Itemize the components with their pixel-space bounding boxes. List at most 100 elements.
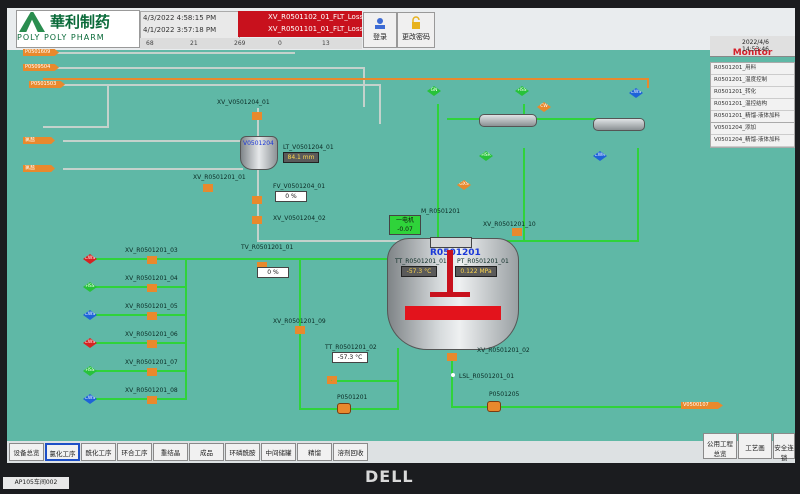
pipe-feed [95,258,395,260]
change-password-button[interactable]: 更改密码 [397,12,435,48]
utility-node: HSS [515,86,529,96]
source-tag[interactable]: 氯盐 [23,137,55,144]
source-tag[interactable]: 氯盐 [23,165,55,172]
tab-overview[interactable]: 设备总览 [9,443,44,461]
tab-intermediate-tank[interactable]: 中间储罐 [261,443,296,461]
valve-xv-1201-10[interactable] [512,228,522,236]
alarm-stat-bar: 68 21 269 0 13 [140,38,362,49]
tab-chlorination[interactable]: 氯化工序 [45,443,80,461]
tab-recrystallization[interactable]: 重结晶 [153,443,188,461]
monitor-item[interactable]: R0501201_温控结构 [711,99,794,111]
monitor-item[interactable]: V0501204_精馏-液体加料 [711,135,794,147]
pipe-discharge [451,353,453,408]
process-button[interactable]: 工艺画 [738,433,772,459]
logo-mark-icon [19,12,45,32]
tab-cyclization[interactable]: 环合工序 [117,443,152,461]
valve-tag: XV_V0501204_01 [217,99,270,106]
level-switch-tag: LSL_R0501201_01 [459,373,515,380]
monitor-list-reactor: R0501201_用料 R0501201_温度控制 R0501201_转化 R0… [710,62,795,124]
alarm-count: 269 [234,40,246,47]
asset-sticker: AP105车间002 [3,477,69,489]
pipe-feed [397,348,399,410]
tab-acylation[interactable]: 酰化工序 [81,443,116,461]
monitor-title: Monitor [732,48,773,58]
tab-solvent-recovery[interactable]: 溶剂回收 [333,443,368,461]
fv-value: 0 % [275,191,307,202]
pipe-coolant [437,104,439,244]
monitor-item[interactable]: V0501204_添加 [711,123,794,135]
valve-xv-1201-01[interactable] [203,184,213,192]
motor-status[interactable]: 一电机-0.07 [389,215,421,235]
source-tag[interactable]: P0501609 [23,49,59,56]
monitor-item[interactable]: R0501201_用料 [711,63,794,75]
alarm-count: 21 [190,40,198,47]
pipe-feed [95,314,185,316]
agitator-indicator[interactable] [430,237,472,248]
tank-v0501204[interactable] [240,136,278,170]
pipe-coolant [523,148,525,240]
pipe-steam [647,78,649,88]
pipe [379,84,381,124]
valve-xv-1201-03[interactable] [147,256,157,264]
valve-xv-1204-02[interactable] [252,216,262,224]
valve-xv-1201-02[interactable] [447,353,457,361]
tab-product[interactable]: 成品 [189,443,224,461]
login-button[interactable]: 登录 [363,12,397,48]
pipe-feed [95,286,185,288]
utility-node: CW [537,102,551,112]
utility-node: GN [427,86,441,96]
pipe-feed [95,398,185,400]
tab-cyclophosphamide[interactable]: 环磷酰胺 [225,443,260,461]
source-tag[interactable]: P0501503 [29,81,65,88]
alarm-time-list[interactable]: 4/3/2022 4:58:15 PM 4/1/2022 3:57:18 PM [140,11,240,39]
heat-exchanger[interactable] [593,118,645,131]
feed-node: CWS [83,254,97,264]
alarm-message-list[interactable]: XV_R0501102_01_FLT_LossCls XV_R0501101_0… [238,11,374,37]
pipe [43,52,295,54]
pipe-feed [185,258,187,400]
alarm-count: 68 [146,40,154,47]
level-switch-icon [451,373,455,377]
valve-tag: XV_R0501201_07 [125,359,178,366]
utility-node: CWR [593,151,607,161]
valve-fv-1204-01[interactable] [252,196,262,204]
valve-xv-1201-06[interactable] [147,340,157,348]
valve-tv-1201-01[interactable] [257,262,267,270]
utility-node: CWS [629,88,643,98]
valve-xv-1201-05[interactable] [147,312,157,320]
valve-xv-1204-01[interactable] [252,112,262,120]
outlet-tag[interactable]: V0500107 [681,402,723,409]
motor-tag: M_R0501201 [421,208,461,215]
pump-p0501201[interactable] [337,403,351,414]
tab-rectification[interactable]: 精馏 [297,443,332,461]
alarm-count: 13 [322,40,330,47]
pipe-coolant [507,240,639,242]
monitor-item[interactable]: R0501201_温度控制 [711,75,794,87]
reactor-name: R0501201 [430,248,481,258]
monitor-panel: Monitor [710,36,795,58]
dell-logo: DELL [365,467,414,486]
temp-tag: TT_R0501201_01 [395,258,447,265]
valve-tag: XV_R0501201_08 [125,387,178,394]
monitor-item[interactable]: R0501201_转化 [711,87,794,99]
process-tabs: 设备总览 氯化工序 酰化工序 环合工序 重结晶 成品 环磷酰胺 中间储罐 精馏 … [7,441,795,463]
valve-xv-1201-08[interactable] [147,396,157,404]
valve-tag: XV_R0501201_05 [125,303,178,310]
source-tag[interactable]: P0509504 [23,64,59,71]
alarm-count: 0 [278,40,282,47]
temp-value: -57.3 °C [401,266,437,277]
safety-interlock-button[interactable]: 安全连锁 [773,433,795,462]
valve-tt-line[interactable] [327,376,337,384]
valve-xv-1201-04[interactable] [147,284,157,292]
login-label: 登录 [373,33,387,41]
logo-cn-text: 華利制药 [50,13,111,31]
pipe [63,84,379,86]
pipe-coolant [447,118,637,120]
valve-xv-1201-07[interactable] [147,368,157,376]
valve-xv-1201-09[interactable] [295,326,305,334]
heat-exchanger[interactable] [479,114,537,127]
pipe-feed [95,370,185,372]
pump-p0501205[interactable] [487,401,501,412]
utility-overview-button[interactable]: 公用工程总览 [703,433,737,459]
valve-tag: FV_V0501204_01 [273,183,326,190]
